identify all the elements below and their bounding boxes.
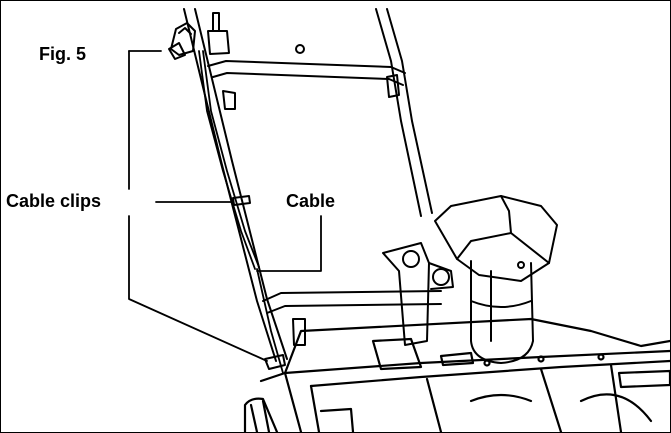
figure-number-label: Fig. 5 [39,44,87,64]
cable-label: Cable [286,191,336,211]
discharge-chute [382,195,558,364]
handle-frame [183,8,442,362]
power-cable [198,50,284,374]
housing-body [259,317,670,432]
cable-clips-label: Cable clips [6,191,102,211]
wheel [243,397,279,432]
callout-leaders [128,50,322,362]
cable-clip-middle [232,195,251,206]
cable-clip-upper [168,42,186,60]
top-controls [170,12,400,346]
cable-clip-lower [264,354,286,370]
